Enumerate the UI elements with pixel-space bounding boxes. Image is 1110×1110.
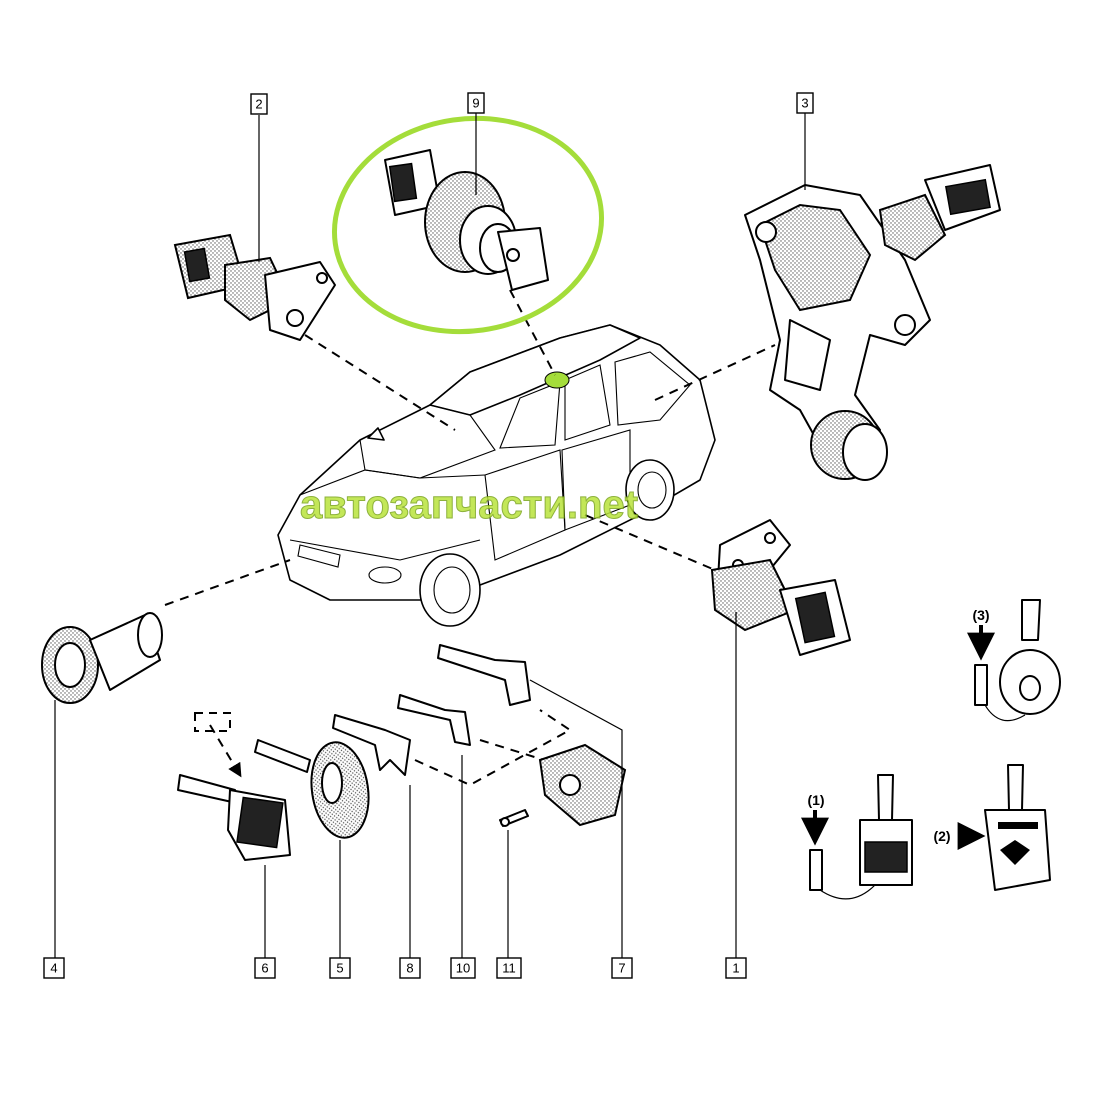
callout-4-label: 4 xyxy=(50,961,57,976)
part-1-door-lock xyxy=(710,519,851,656)
variant-key-2 xyxy=(957,764,1051,891)
fuel-cap-location-marker xyxy=(544,371,570,389)
callout-7-label: 7 xyxy=(618,961,625,976)
keys-group xyxy=(177,644,627,861)
callout-11: 11 xyxy=(496,957,522,979)
callout-1-label: 1 xyxy=(732,961,739,976)
part-2-door-lock xyxy=(173,233,336,341)
site-watermark: автозапчасти.net xyxy=(300,483,638,527)
variant-1-label: (1) xyxy=(807,792,824,808)
variant-2-label: (2) xyxy=(933,828,950,844)
variant-key-3 xyxy=(967,599,1061,722)
callout-8-label: 8 xyxy=(406,961,413,976)
callout-2-label: 2 xyxy=(255,97,262,112)
variant-key-1 xyxy=(801,774,913,900)
callout-3: 3 xyxy=(796,92,814,114)
callout-5: 5 xyxy=(329,957,351,979)
part-3-tailgate-lock xyxy=(744,164,1001,481)
callout-9: 9 xyxy=(467,92,485,114)
callout-11-label: 11 xyxy=(502,961,516,976)
callout-6: 6 xyxy=(254,957,276,979)
callout-7: 7 xyxy=(611,957,633,979)
callout-9-label: 9 xyxy=(472,96,479,111)
callout-10: 10 xyxy=(450,957,476,979)
callout-1: 1 xyxy=(725,957,747,979)
car-illustration xyxy=(277,324,716,627)
callout-2: 2 xyxy=(250,93,268,115)
part-9-fuel-filler-lock xyxy=(384,149,549,291)
leader-lines xyxy=(54,112,806,958)
callout-5-label: 5 xyxy=(336,961,343,976)
callout-6-label: 6 xyxy=(261,961,268,976)
callout-8: 8 xyxy=(399,957,421,979)
callout-4: 4 xyxy=(43,957,65,979)
highlight-circle xyxy=(331,115,605,335)
variant-3-label: (3) xyxy=(972,607,989,623)
callout-10-label: 10 xyxy=(456,961,470,976)
part-4-ignition-lock xyxy=(41,612,163,704)
callout-3-label: 3 xyxy=(801,96,808,111)
